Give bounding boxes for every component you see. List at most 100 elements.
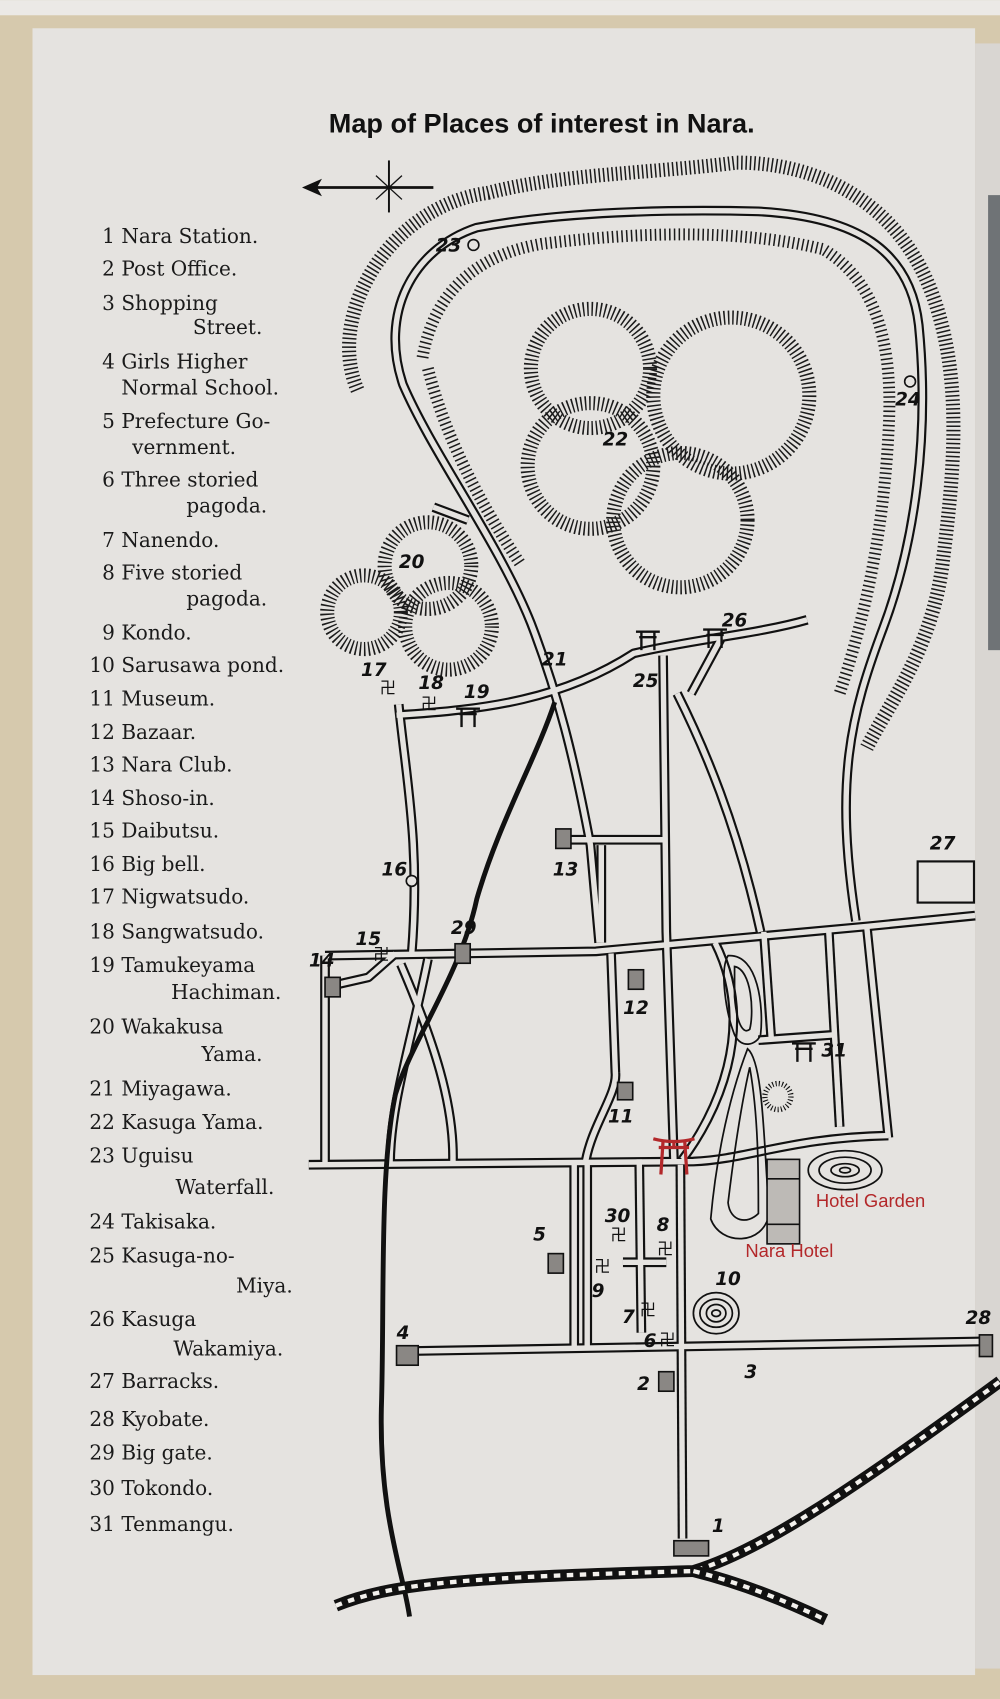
sangwatsudo-temple-icon: 卍: [421, 695, 437, 714]
legend-label: Daibutsu.: [121, 819, 219, 843]
map-label-29: 29: [451, 918, 477, 939]
big-gate-building: [454, 942, 472, 965]
legend-label: Post Office.: [121, 256, 237, 280]
map-label-31: 31: [821, 1040, 847, 1061]
map-label-4: 4: [396, 1323, 410, 1344]
map-label-28: 28: [966, 1308, 992, 1329]
road: [660, 655, 677, 1160]
map-label-2: 2: [637, 1374, 650, 1395]
legend-label: Kyobate.: [121, 1407, 209, 1431]
road: [406, 1338, 986, 1354]
nara-station-building: [673, 1539, 710, 1557]
map-label-27: 27: [930, 834, 956, 855]
legend-label: Miyagawa.: [121, 1076, 231, 1100]
legend-number: 31: [89, 1512, 115, 1536]
legend-number: 21: [89, 1076, 115, 1100]
hills: [320, 155, 961, 751]
map-label-11: 11: [608, 1107, 634, 1128]
north-arrow-icon: [302, 160, 434, 213]
tamukeyama-shrine-icon: [456, 707, 480, 728]
map-label-8: 8: [657, 1215, 670, 1236]
legend-label-continued: pagoda.: [186, 587, 267, 611]
legend-label: Five storied: [121, 561, 242, 585]
daibutsu-temple-icon: 卍: [373, 945, 389, 964]
legend-number: 23: [89, 1144, 115, 1168]
legend-number: 9: [102, 620, 115, 644]
road: [761, 931, 775, 1041]
road: [864, 926, 892, 1138]
miyagawa-river: [378, 701, 558, 1617]
legend-label: Barracks.: [121, 1369, 219, 1393]
map-label-16: 16: [382, 860, 408, 881]
ponds: [692, 954, 883, 1335]
nara-hotel-label: Nara Hotel: [745, 1240, 833, 1261]
map-label-9: 9: [592, 1281, 605, 1302]
kasuga-no-miya-shrine-icon: [635, 630, 660, 651]
wakakusa-yama-hill: [377, 515, 479, 617]
legend-label: Girls Higher: [121, 349, 247, 373]
legend-label: Three storied: [121, 468, 258, 492]
legend-label: Nigwatsudo.: [121, 885, 249, 909]
legend-number: 14: [89, 786, 115, 810]
legend-label-continued: pagoda.: [186, 494, 267, 518]
road: [636, 1159, 645, 1333]
legend-label: Tokondo.: [121, 1476, 213, 1500]
tenmangu-shrine-icon: [791, 1042, 816, 1062]
kasuga-yama-hill: [523, 301, 658, 436]
legend-number: 5: [102, 409, 115, 433]
map-label-5: 5: [533, 1225, 546, 1246]
legend-label: Wakakusa: [121, 1015, 223, 1039]
legend-label: Tenmangu.: [121, 1512, 234, 1536]
legend-number: 19: [89, 953, 115, 977]
map-label-26: 26: [722, 610, 748, 631]
map-label-25: 25: [633, 671, 659, 692]
map-label-24: 24: [895, 389, 921, 410]
road: [582, 953, 619, 1166]
map-label-22: 22: [603, 429, 629, 450]
prefecture-building: [547, 1252, 565, 1274]
kasuga-yama-hill: [606, 445, 755, 595]
kasuga-yama-hill: [646, 310, 817, 481]
post-office-building: [657, 1370, 675, 1393]
map-title: Map of Places of interest in Nara.: [329, 107, 755, 138]
left-ridge-hill: [422, 367, 526, 567]
outer-ridge-hill: [342, 155, 961, 751]
three-storied-pagoda-temple-icon: 卍: [659, 1331, 675, 1350]
pond-upper-inner: [733, 965, 753, 1032]
girls-school-building: [395, 1344, 420, 1367]
shoso-in-building: [324, 976, 342, 998]
legend-label: Nanendo.: [121, 528, 219, 552]
legend-label: Sangwatsudo.: [121, 919, 264, 943]
tokondo-temple-icon: 卍: [611, 1226, 627, 1245]
legend-label: Tamukeyama: [121, 953, 255, 977]
legend-label: Big bell.: [121, 852, 205, 876]
road: [826, 931, 843, 1128]
nara-club-building: [554, 828, 572, 850]
legend-label-continued: Normal School.: [121, 375, 279, 399]
legend-number: 6: [102, 468, 115, 492]
road: [677, 1164, 686, 1539]
legend-number: 13: [89, 752, 115, 776]
barracks-outline: [916, 860, 976, 904]
legend-label-continued: Wakamiya.: [173, 1336, 283, 1360]
road: [329, 951, 398, 989]
legend-label: Shopping: [121, 291, 218, 315]
big-bell-marker: [405, 874, 418, 888]
map-label-18: 18: [418, 673, 444, 694]
kasuga-wakamiya-shrine-icon: [703, 628, 727, 648]
map-label-10: 10: [715, 1269, 741, 1290]
